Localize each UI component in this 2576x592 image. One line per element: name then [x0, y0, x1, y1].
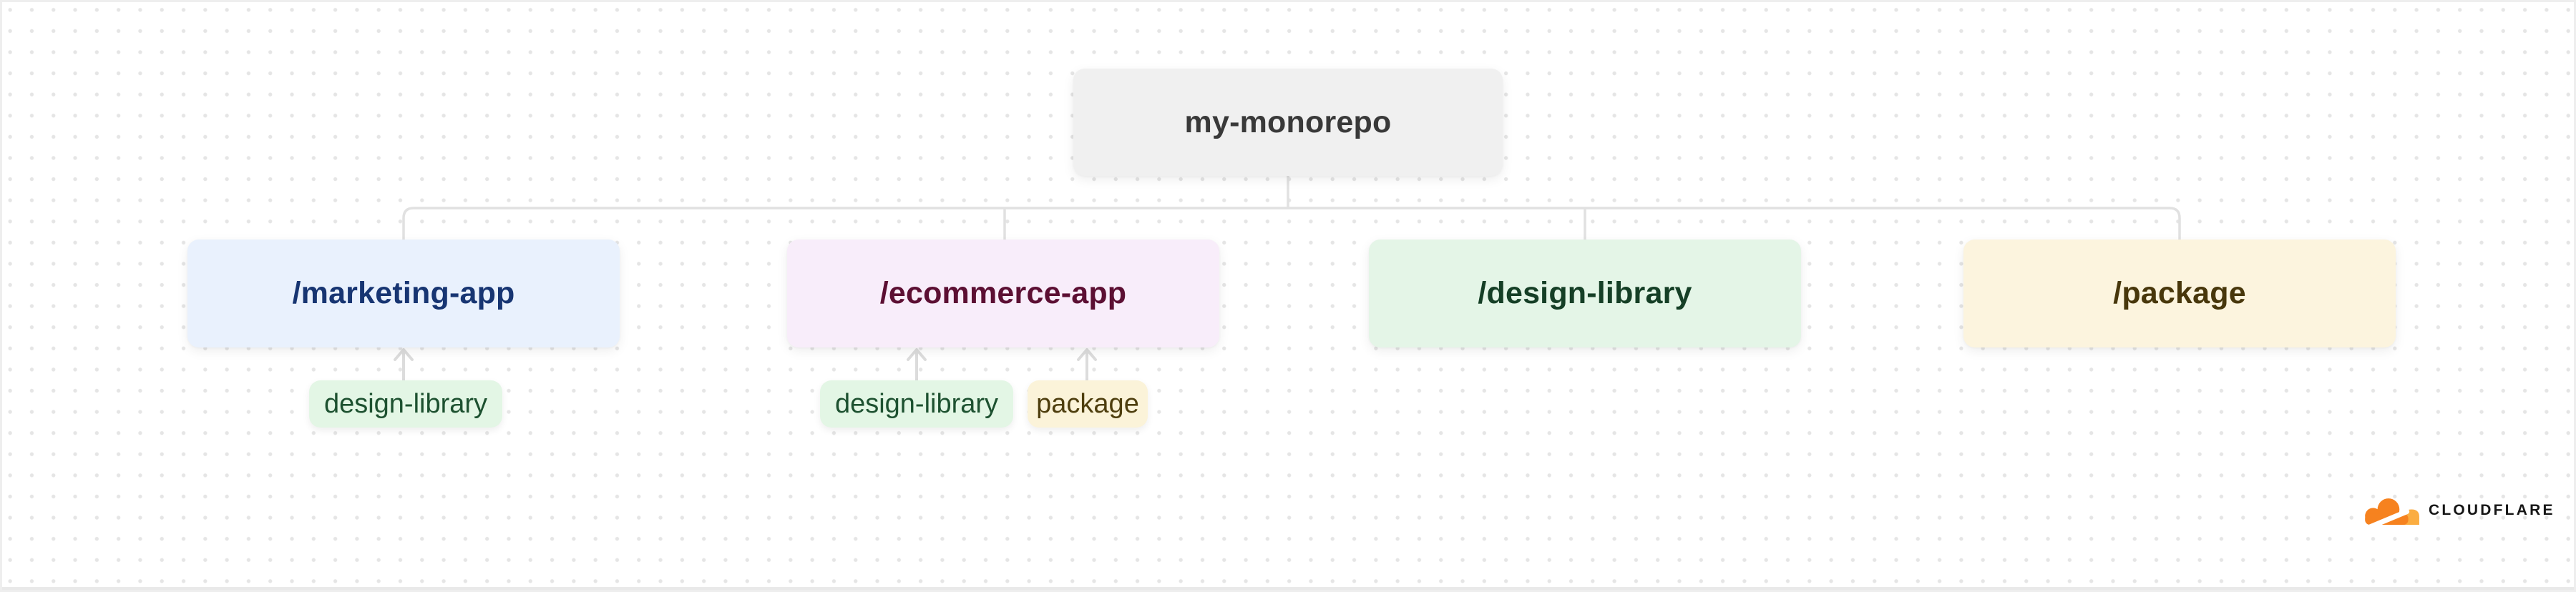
node-label: /marketing-app [292, 276, 515, 310]
dependency-arrow-up-icon [1077, 348, 1097, 382]
node-package: /package [1963, 240, 2396, 347]
dependency-arrow-up-icon [394, 348, 414, 382]
tag-label: design-library [323, 388, 488, 419]
dependency-tag-design-library: design-library [820, 380, 1013, 428]
cloudflare-cloud-icon [2365, 498, 2419, 526]
node-label: /ecommerce-app [879, 276, 1127, 310]
node-ecommerce-app: /ecommerce-app [787, 240, 1219, 347]
tag-label: package [1036, 388, 1139, 419]
node-marketing-app: /marketing-app [187, 240, 620, 347]
node-label: my-monorepo [1184, 104, 1392, 139]
tag-label: design-library [834, 388, 999, 419]
node-label: /design-library [1478, 276, 1692, 310]
cloudflare-logo: CLOUDFLARE [2360, 493, 2555, 528]
dependency-arrow-up-icon [907, 348, 927, 382]
dependency-tag-design-library: design-library [309, 380, 502, 428]
node-design-library: /design-library [1369, 240, 1801, 347]
root-node-my-monorepo: my-monorepo [1073, 69, 1503, 176]
trunk-line [402, 207, 2181, 242]
dependency-tag-package: package [1028, 380, 1148, 428]
cloudflare-wordmark: CLOUDFLARE [2429, 502, 2555, 518]
node-label: /package [2113, 276, 2246, 310]
